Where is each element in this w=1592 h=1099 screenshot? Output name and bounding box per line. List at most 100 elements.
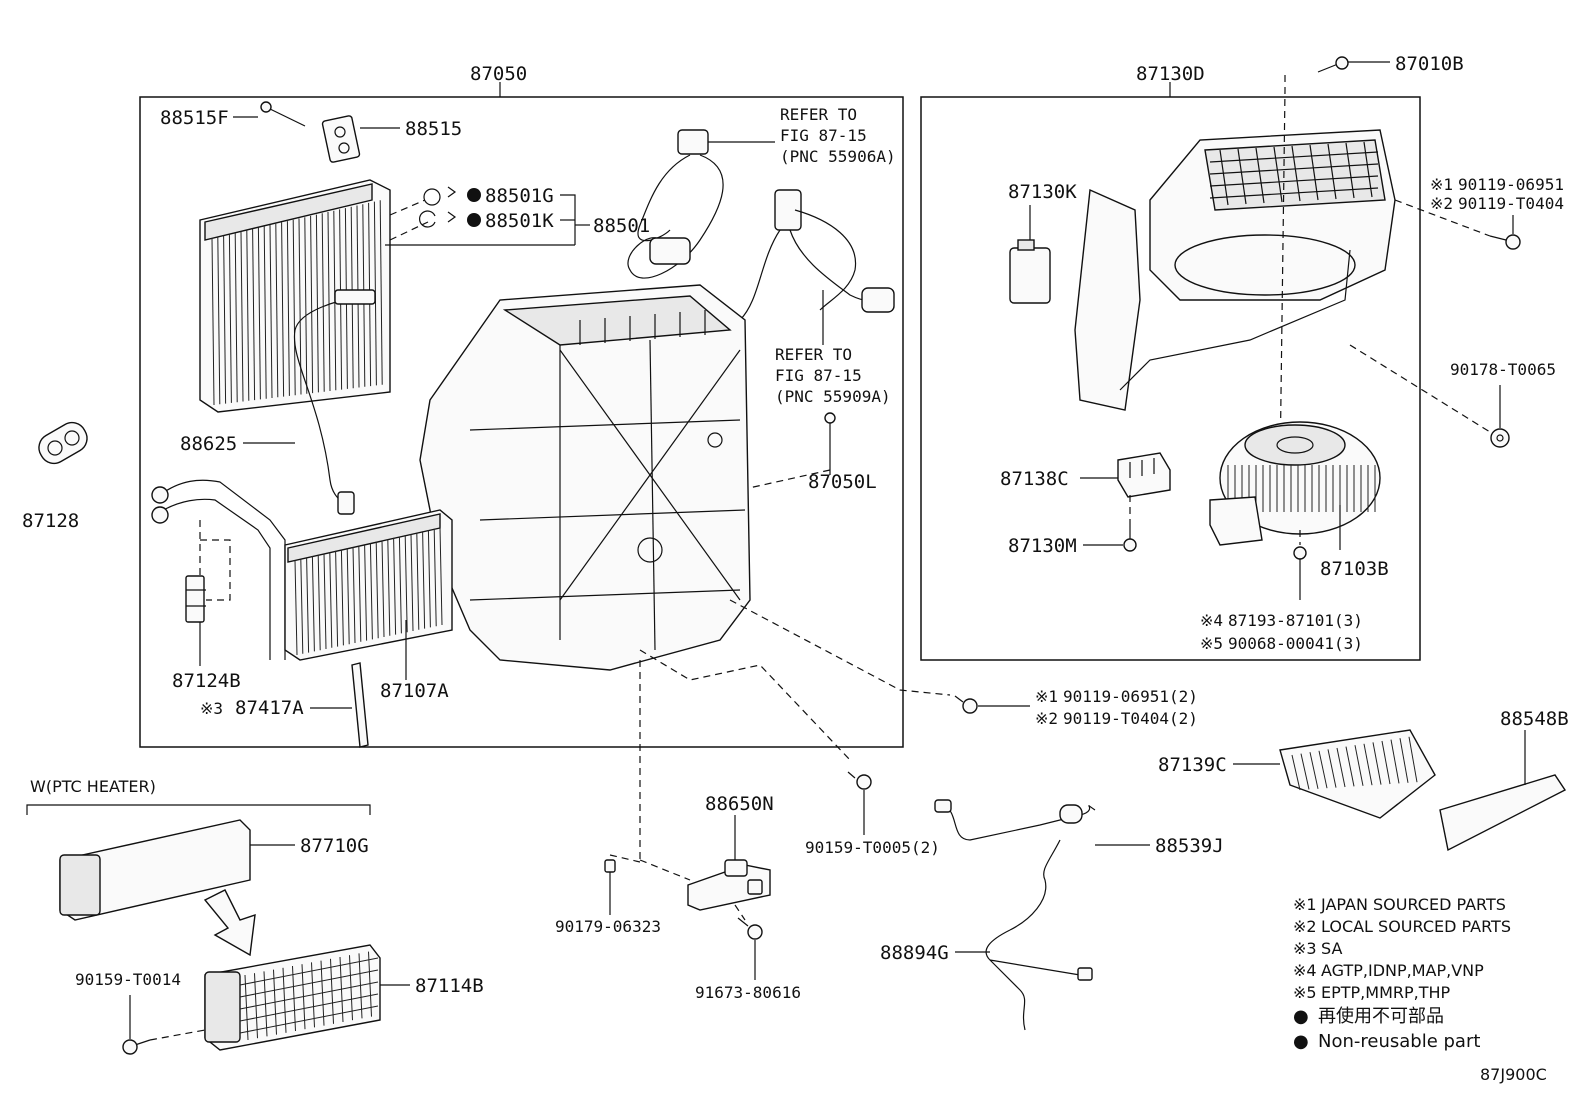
label-87130M[interactable]: 87130M [1008,535,1077,557]
label-87010B[interactable]: 87010B [1395,53,1464,75]
bolt-mid-v2[interactable]: 90119-T0404(2) [1063,709,1198,728]
bolt-right-mark-1: ※1 [1430,175,1453,194]
label-88501K[interactable]: 88501K [485,210,554,232]
label-90159-T0005[interactable]: 90159-T0005(2) [805,838,940,857]
harness-55909A: REFER TO FIG 87-15 (PNC 55909A) [689,189,895,406]
bolt-90119-mid: ※1 90119-06951(2) ※2 90119-T0404(2) [954,687,1198,728]
bolt-right-mark-2: ※2 [1430,194,1453,213]
label-88894G[interactable]: 88894G [880,942,949,964]
bolt-87010B: 87010B [1279,53,1464,471]
legend-text-7: Non-reusable part [1318,1031,1480,1052]
harness-88539J: 88539J [934,799,1224,931]
label-87107A[interactable]: 87107A [380,680,449,702]
refer-55906A-line1[interactable]: REFER TO [780,105,857,124]
frame-87130D: 87130D [920,63,1421,661]
bolt-mid-v1[interactable]: 90119-06951(2) [1063,687,1198,706]
label-88625[interactable]: 88625 [180,433,237,455]
legend-mark-6: ● [1293,1006,1309,1027]
ptc-arrow [203,889,256,957]
label-87114B[interactable]: 87114B [415,975,484,997]
label-87417A[interactable]: 87417A [235,697,304,719]
bolt-mid-mark-1: ※1 [1035,687,1058,706]
blower-bolt-v5[interactable]: 90068-00041(3) [1228,634,1363,653]
clamp-87124B: 87124B [172,520,241,692]
mark-3: ※3 [200,699,223,718]
actuator-87130K: 87130K [1008,181,1077,304]
filter-cover-88548B: 88548B [1439,708,1569,852]
bolt-mid-mark-2: ※2 [1035,709,1058,728]
evaporator-88501: 88501 [199,179,650,413]
label-88515[interactable]: 88515 [405,118,462,140]
screw-87130M: 87130M [1008,525,1137,557]
legend: ※1 JAPAN SOURCED PARTS ※2 LOCAL SOURCED … [1293,895,1511,1052]
expansion-valve-88515: 88515 [321,115,462,163]
legend-text-6: 再使用不可部品 [1318,1006,1444,1027]
label-87139C[interactable]: 87139C [1158,754,1227,776]
legend-text-1: JAPAN SOURCED PARTS [1320,895,1506,914]
bolt-88515F: 88515F [160,101,306,129]
filter-87139C: 87139C [1158,729,1436,819]
resistor-87138C: 87138C [1000,452,1171,525]
label-88548B[interactable]: 88548B [1500,708,1569,730]
frame-87050: 87050 [139,63,904,748]
legend-text-3: SA [1321,939,1342,958]
label-91673-80616[interactable]: 91673-80616 [695,983,801,1002]
label-88501G[interactable]: 88501G [485,185,554,207]
blower-case-87130D [1074,129,1396,411]
bolt-right-v1[interactable]: 90119-06951 [1458,175,1564,194]
screw-91673-80616: 91673-80616 [695,904,801,1002]
label-88650N[interactable]: 88650N [705,793,774,815]
label-90179-06323[interactable]: 90179-06323 [555,917,661,936]
refer-55906A-line2[interactable]: FIG 87-15 [780,126,867,145]
refer-55909A-line3[interactable]: (PNC 55909A) [775,387,891,406]
label-87103B[interactable]: 87103B [1320,558,1389,580]
o-rings: 88501G 88501K [389,185,554,241]
legend-text-2: LOCAL SOURCED PARTS [1321,917,1511,936]
heater-core-87107A: 87107A [151,479,453,702]
label-88501[interactable]: 88501 [593,215,650,237]
screws-87193: ※4 87193-87101(3) ※5 90068-00041(3) [1200,530,1363,653]
label-87710G[interactable]: 87710G [300,835,369,857]
legend-mark-7: ● [1293,1031,1309,1052]
blower-mark-4: ※4 [1200,611,1223,630]
blower-mark-5: ※5 [1200,634,1223,653]
blower-bolt-v4[interactable]: 87193-87101(3) [1228,611,1363,630]
seal-87417A: ※3 87417A [200,662,369,748]
legend-text-5: EPTP,MMRP,THP [1321,983,1451,1002]
main-housing-leaders [609,599,951,881]
legend-mark-3: ※3 [1293,939,1317,958]
hvac-main-housing [419,284,751,671]
harness-55906A: REFER TO FIG 87-15 (PNC 55906A) [627,105,896,279]
label-88515F[interactable]: 88515F [160,107,229,129]
figure-code: 87J900C [1480,1065,1547,1084]
refer-55909A-line1[interactable]: REFER TO [775,345,852,364]
non-reusable-dot-g [467,188,481,202]
ptc-heater-87114B: 87114B [204,944,484,1051]
harness-88894G: 88894G [880,929,1093,1031]
label-87050L[interactable]: 87050L [808,471,877,493]
label-87128[interactable]: 87128 [22,510,79,532]
legend-mark-4: ※4 [1293,961,1317,980]
ptc-title: W(PTC HEATER) [30,777,156,796]
refer-55906A-line3[interactable]: (PNC 55906A) [780,147,896,166]
label-90178-T0065[interactable]: 90178-T0065 [1450,360,1556,379]
legend-mark-2: ※2 [1293,917,1317,936]
legend-mark-5: ※5 [1293,983,1317,1002]
refer-55909A-line2[interactable]: FIG 87-15 [775,366,862,385]
non-reusable-dot-k [467,213,481,227]
grommet-87128: 87128 [22,421,88,532]
label-90159-T0014[interactable]: 90159-T0014 [75,970,181,989]
screw-90159-T0014: 90159-T0014 [75,970,206,1055]
label-88539J[interactable]: 88539J [1155,835,1224,857]
label-87124B[interactable]: 87124B [172,670,241,692]
label-87138C[interactable]: 87138C [1000,468,1069,490]
label-87130D[interactable]: 87130D [1136,63,1205,85]
bolt-right-v2[interactable]: 90119-T0404 [1458,194,1564,213]
label-87130K[interactable]: 87130K [1008,181,1077,203]
label-87050[interactable]: 87050 [470,63,527,85]
bracket-88650N: 88650N [687,793,774,911]
ptc-heater-87710G: 87710G [59,819,369,921]
legend-text-4: AGTP,IDNP,MAP,VNP [1321,961,1484,980]
bolt-90119-right: ※1 90119-06951 ※2 90119-T0404 [1394,175,1564,250]
ptc-heater-group: W(PTC HEATER) [26,777,371,815]
